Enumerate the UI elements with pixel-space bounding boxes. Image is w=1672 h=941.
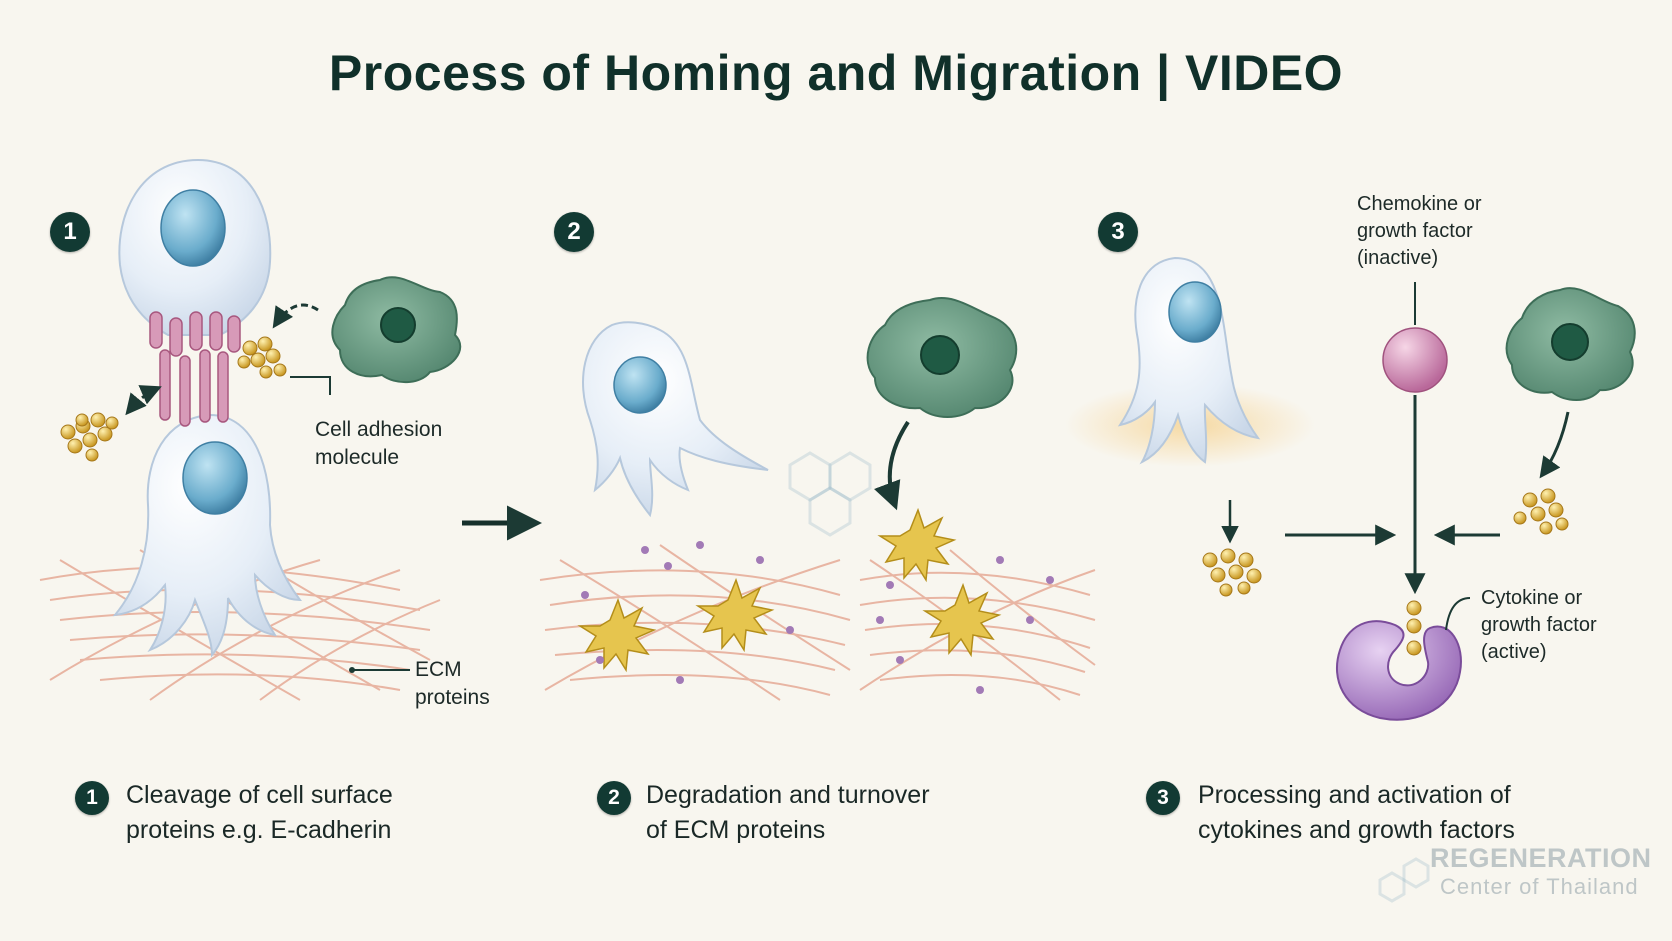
watermark-hexagons: [788, 451, 1430, 903]
enzyme-stars-2: [577, 507, 1002, 673]
caption-badge-2: 2: [597, 781, 631, 815]
molecule-cluster-right: [237, 336, 287, 379]
arrow-curved-enzyme-1: [272, 303, 319, 329]
panel-2-art: [539, 297, 1096, 701]
arrow-enzyme-3-down: [1539, 411, 1570, 479]
panel-1-art: [39, 158, 462, 701]
watermark-title: REGENERATION: [1430, 843, 1652, 873]
step-badge-3: 3: [1098, 212, 1138, 252]
nucleus-top: [160, 189, 226, 267]
bound-molecules: [1406, 600, 1422, 656]
enzyme-nucleus-1: [380, 307, 416, 343]
adhesion-leader-line: [290, 376, 331, 395]
nucleus-bottom: [182, 441, 248, 515]
cytokine-label: Cytokine or growth factor (active): [1481, 587, 1597, 663]
arrow-enzyme-to-ecm: [874, 420, 910, 511]
page-title: Process of Homing and Migration | VIDEO: [328, 45, 1344, 101]
caption-1: Cleavage of cell surface proteins e.g. E…: [126, 781, 393, 844]
molecule-cluster-left: [60, 412, 119, 462]
caption-3: Processing and activation of cytokines a…: [1198, 781, 1515, 844]
molecule-cluster-3b: [1513, 488, 1569, 535]
caption-badge-1: 1: [75, 781, 109, 815]
step-badge-1: 1: [50, 212, 90, 252]
chemokine-label: Chemokine or growth factor (inactive): [1357, 193, 1482, 269]
nucleus-3: [1168, 281, 1222, 343]
migrating-cell-2: [582, 321, 769, 518]
enzyme-nucleus-2: [920, 335, 960, 375]
ecm-leader-dot: [349, 667, 355, 673]
arrow-double-left: [125, 385, 162, 416]
caption-badge-3: 3: [1146, 781, 1180, 815]
adhesion-molecules: [149, 311, 241, 427]
adhesion-label: Cell adhesion molecule: [315, 418, 443, 469]
cytokine-leader-line: [1445, 597, 1471, 631]
panel-3-art: [1065, 256, 1636, 721]
molecule-cluster-3a: [1202, 548, 1262, 597]
stem-cell-bottom: [112, 413, 303, 658]
watermark-subtitle: Center of Thailand: [1440, 874, 1639, 899]
ecm-label: ECM proteins: [415, 658, 490, 709]
nucleus-2: [613, 356, 667, 414]
caption-2: Degradation and turnover of ECM proteins: [646, 781, 930, 844]
ecm-fragments: [581, 541, 1054, 694]
migrating-cell-3: [1117, 256, 1261, 465]
inactive-factor: [1382, 327, 1448, 393]
step-badge-2: 2: [554, 212, 594, 252]
enzyme-nucleus-3: [1551, 323, 1589, 361]
active-receptor: [1335, 620, 1462, 721]
